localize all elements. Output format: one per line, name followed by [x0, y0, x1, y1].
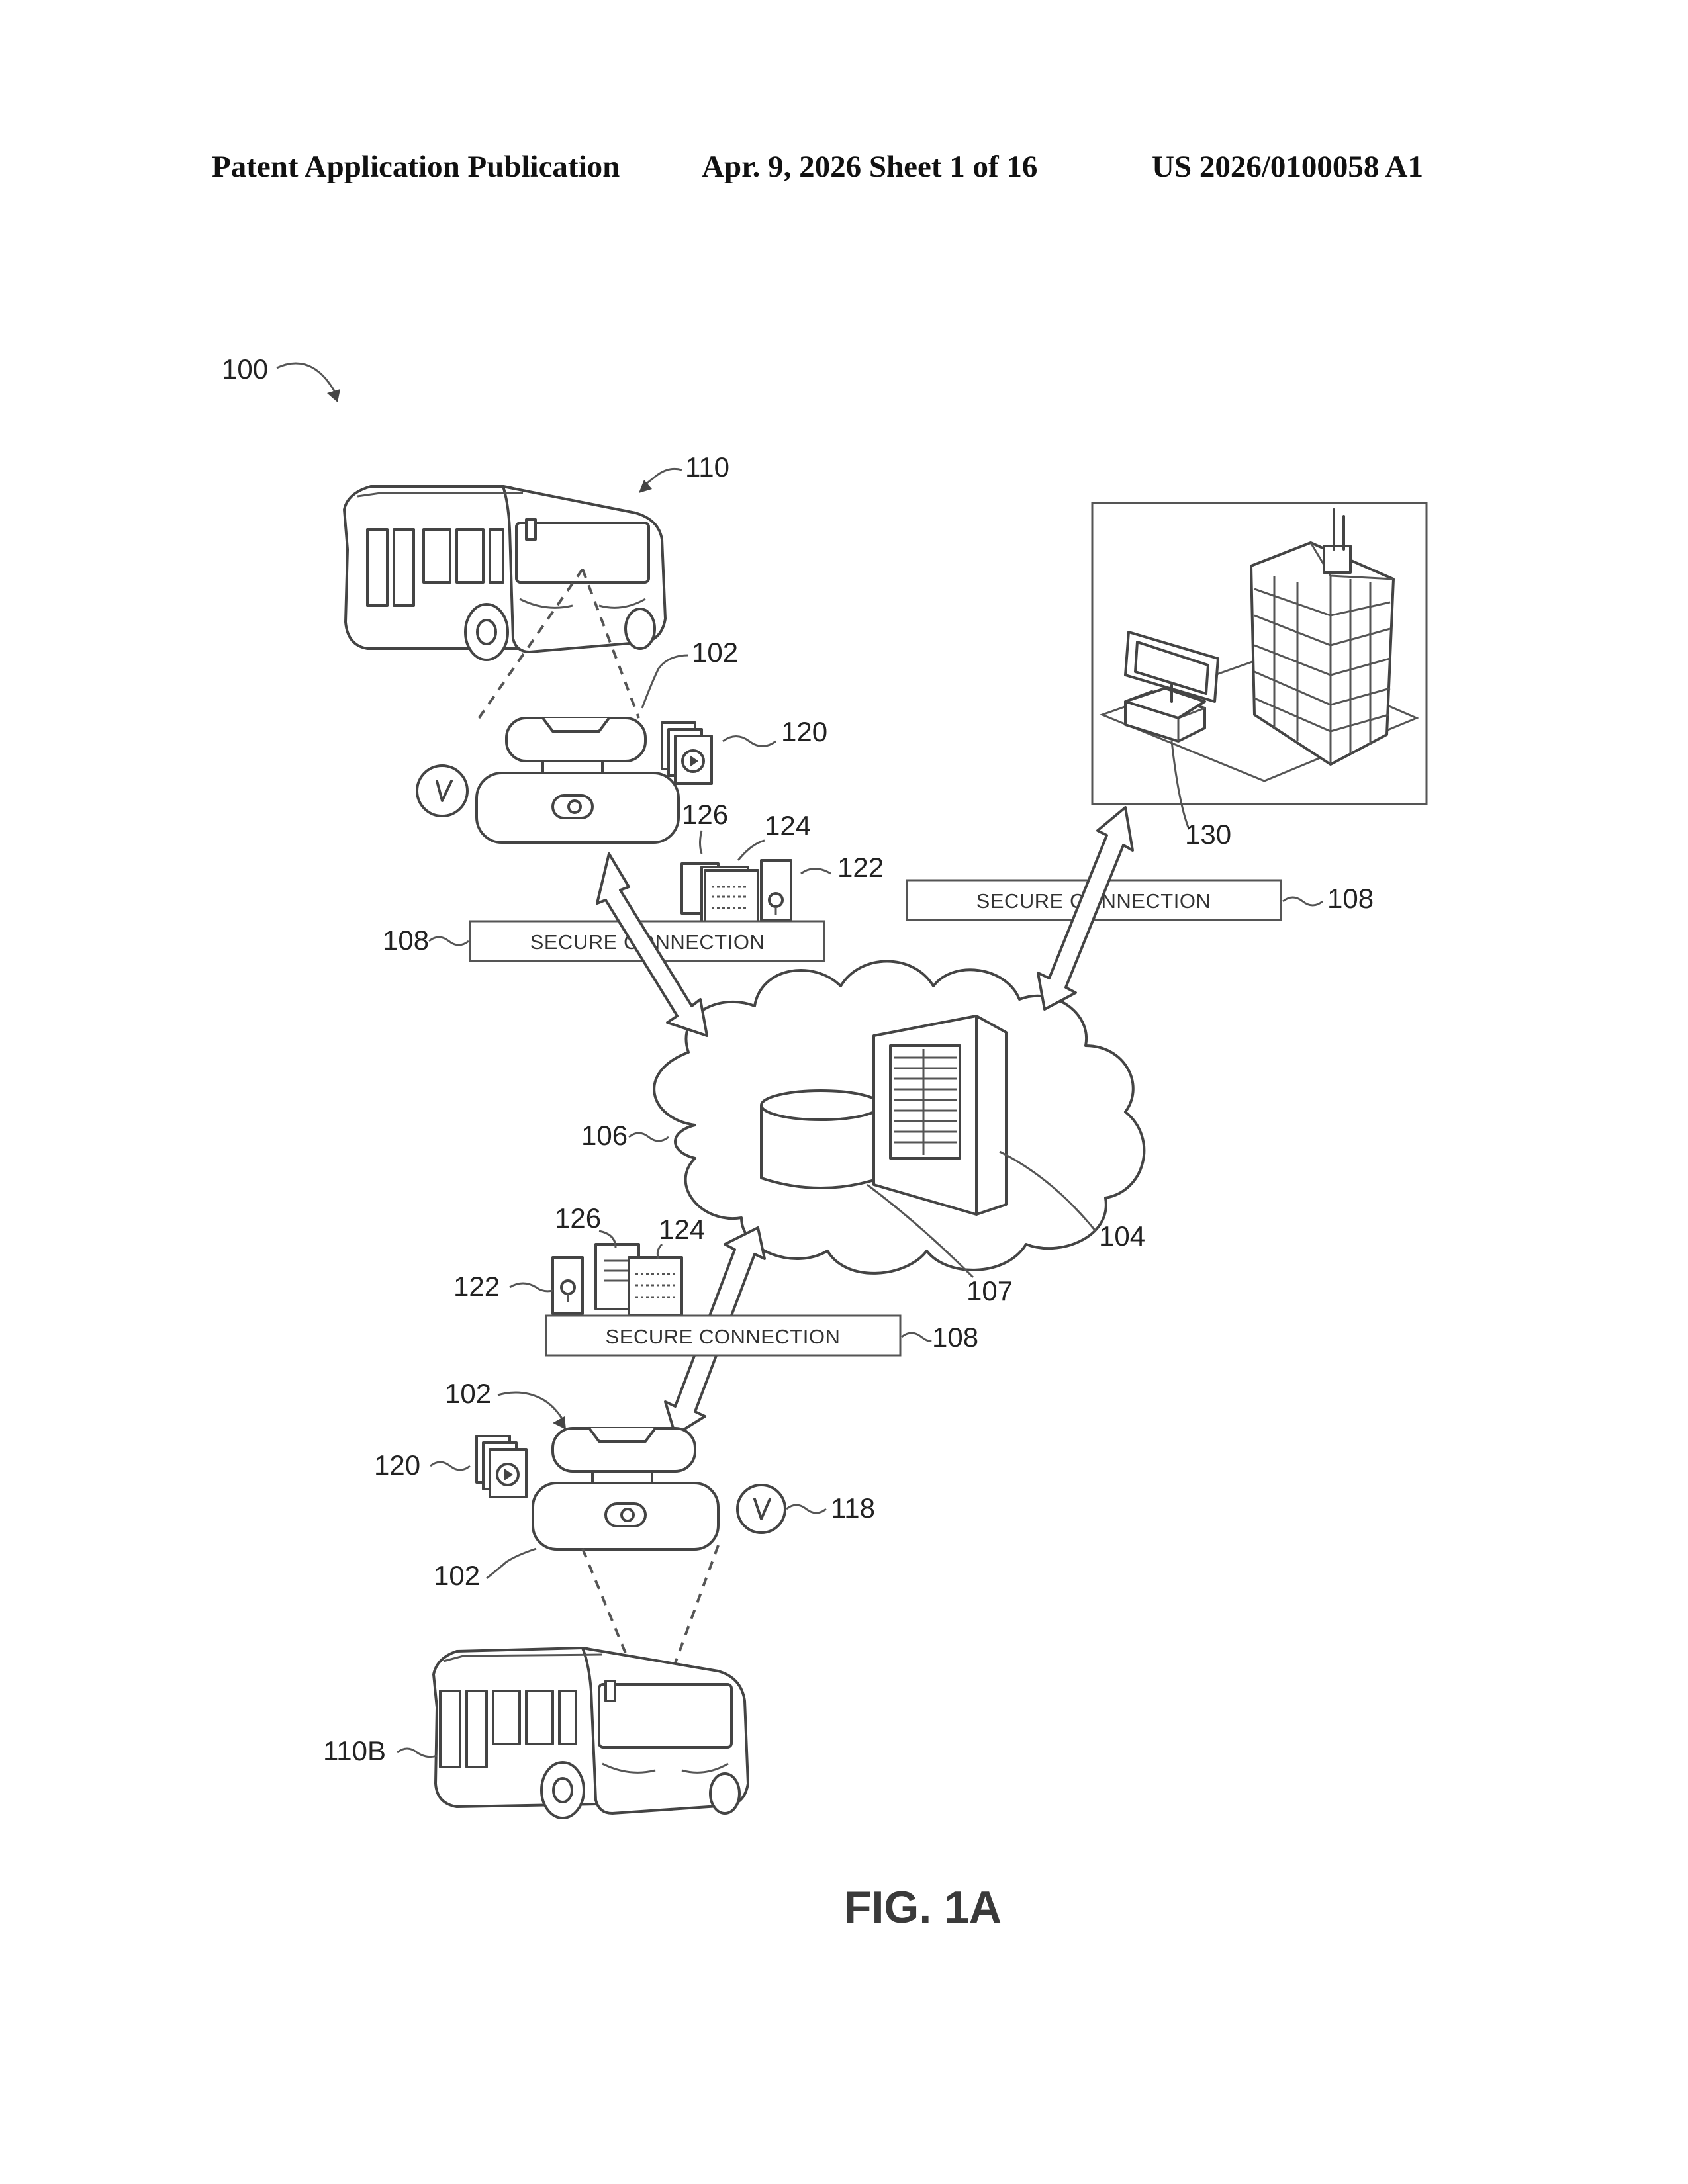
ref-doc122-top: 122	[837, 852, 884, 883]
ref-doc124-bottom: 124	[659, 1214, 705, 1245]
ref-device-bottom-lower-102: 102	[434, 1560, 480, 1591]
ref-system-100: 100	[222, 353, 268, 385]
ref-database-107: 107	[966, 1275, 1013, 1306]
figure-label: FIG. 1A	[844, 1882, 1002, 1933]
ref-server-104: 104	[1099, 1220, 1145, 1251]
ref-conn-left-108: 108	[383, 925, 429, 956]
bus-top: 110	[344, 451, 729, 660]
documents-icon-bottom: 126 124 122	[453, 1203, 705, 1316]
ref-media-bottom-120: 120	[374, 1449, 420, 1480]
secure-connection-bottom: SECURE CONNECTION 108	[546, 1316, 978, 1355]
ref-conn-right-108: 108	[1327, 883, 1374, 914]
ref-conn-bottom-108: 108	[932, 1322, 978, 1353]
remote-office-panel: 130	[1092, 503, 1427, 850]
ref-doc126-bottom: 126	[555, 1203, 601, 1234]
secure-connection-left: SECURE CONNECTION 108	[383, 921, 824, 961]
ref-bus-bottom-110B: 110B	[323, 1735, 386, 1766]
ref-device-top-102: 102	[692, 637, 738, 668]
secure-connection-right: SECURE CONNECTION 108	[907, 880, 1374, 920]
ref-doc126-top: 126	[682, 799, 728, 830]
media-stack-icon-top: 120	[662, 716, 827, 784]
ref-clock-bottom-118: 118	[831, 1492, 875, 1524]
clock-icon-bottom: 118	[737, 1485, 875, 1533]
documents-icon-top: 126 124 122	[682, 799, 884, 930]
system-reference: 100	[222, 353, 340, 402]
ref-doc122-bottom: 122	[453, 1271, 500, 1302]
ref-media-top-120: 120	[781, 716, 827, 747]
ref-workstation-130: 130	[1185, 819, 1231, 850]
ref-bus-top-110: 110	[685, 451, 729, 482]
bus-bottom: 110B	[323, 1648, 748, 1818]
clock-icon-top	[417, 766, 467, 816]
ref-cloud-106: 106	[581, 1120, 628, 1151]
secure-connection-bottom-label: SECURE CONNECTION	[606, 1325, 841, 1348]
media-stack-icon-bottom: 120	[374, 1436, 526, 1497]
ref-device-bottom-upper-102: 102	[445, 1378, 491, 1409]
ref-doc124-top: 124	[765, 810, 811, 841]
